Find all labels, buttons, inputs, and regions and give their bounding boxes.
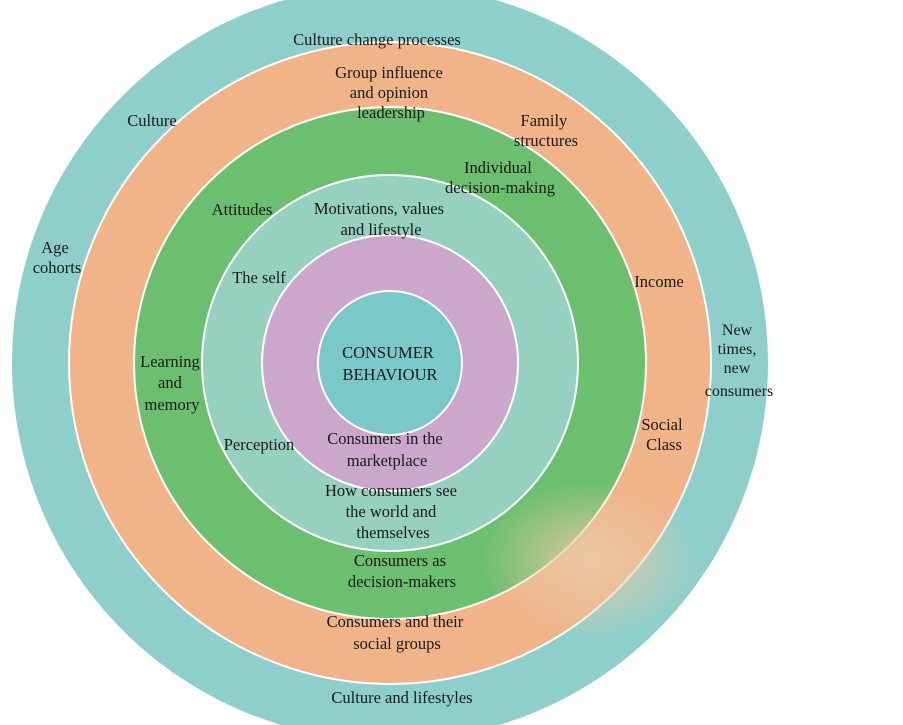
- how-consumers-see-label: How consumers see the world and themselv…: [325, 481, 461, 542]
- the-self-label: The self: [232, 268, 286, 287]
- consumer-behaviour-label: CONSUMER BEHAVIOUR: [342, 343, 438, 384]
- perception-label: Perception: [224, 435, 295, 454]
- culture-label: Culture: [127, 111, 177, 130]
- motivations-values-label: Motivations, values and lifestyle: [314, 199, 448, 239]
- learning-memory-label: Learning and memory: [140, 352, 204, 414]
- new-times-consumers-label: New times, new consumers: [705, 322, 773, 400]
- consumers-decision-makers-label: Consumers as decision-makers: [348, 551, 456, 591]
- culture-change-processes-label: Culture change processes: [293, 30, 461, 49]
- consumers-social-groups-label: Consumers and their social groups: [327, 612, 468, 653]
- culture-and-lifestyles-label: Culture and lifestyles: [331, 688, 472, 707]
- social-class-label: Social Class: [641, 415, 686, 454]
- attitudes-label: Attitudes: [212, 200, 273, 219]
- income-label: Income: [634, 272, 683, 291]
- faded-highlight: [480, 480, 700, 640]
- age-cohorts-label: Age cohorts: [33, 238, 82, 277]
- consumers-marketplace-label: Consumers in the marketplace: [327, 429, 447, 470]
- individual-decision-making-label: Individual decision-making: [445, 158, 555, 197]
- family-structures-label: Family structures: [514, 111, 578, 150]
- core-circle: [317, 290, 463, 436]
- group-influence-label: Group influence and opinion leadership: [335, 63, 447, 122]
